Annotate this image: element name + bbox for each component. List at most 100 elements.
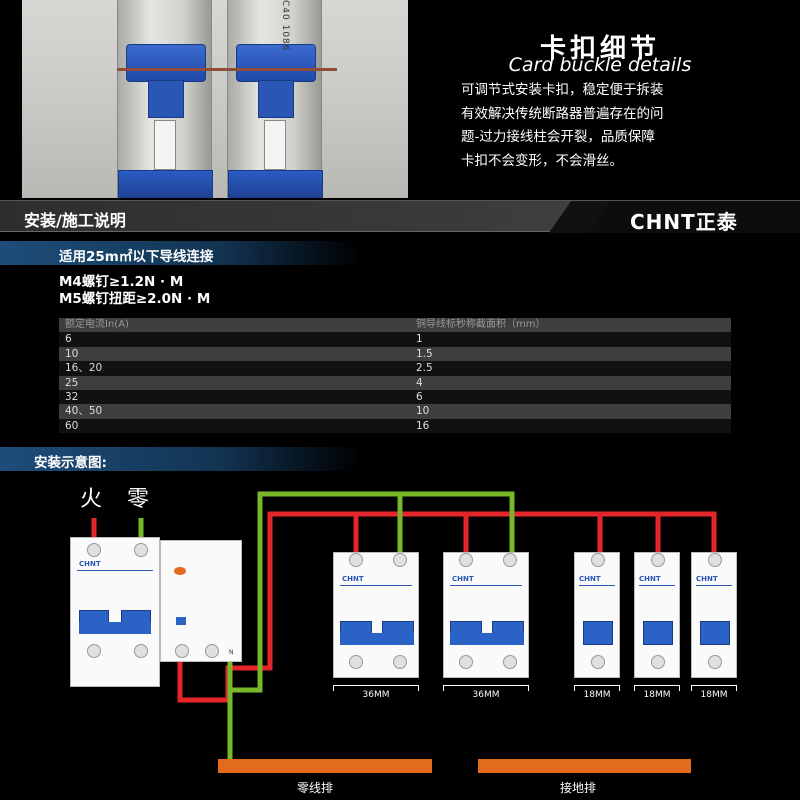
terminal-screw	[87, 644, 101, 658]
spec-line-m4: M4螺钉≥1.2N · M	[59, 274, 184, 290]
breaker-1p: CHNT	[691, 552, 737, 678]
terminal-screw	[503, 553, 517, 567]
width-bracket	[333, 685, 419, 691]
terminal-screw	[134, 644, 148, 658]
spec-line-m5: M5螺钉扭距≥2.0N · M	[59, 291, 211, 307]
buckle-clip-neck	[258, 80, 294, 118]
toggle-bar	[450, 633, 524, 645]
ground-bar-label: 接地排	[560, 781, 597, 795]
ground-bus-bar	[478, 759, 691, 773]
breaker-brand: CHNT	[79, 560, 101, 568]
product-detail-section: C40 1086 卡扣细节 Card buckle details 可调节式安装…	[0, 0, 800, 200]
buckle-base	[228, 170, 323, 198]
buckle-clip	[236, 44, 316, 82]
chnt-logo: CHNT正泰	[630, 210, 738, 234]
test-button	[176, 617, 186, 625]
table-cell-section: 1.5	[416, 347, 433, 360]
terminal-screw	[393, 553, 407, 567]
table-cell-current: 60	[65, 419, 79, 432]
terminal-screw	[175, 644, 189, 658]
table-row: 60 16	[59, 418, 731, 434]
breaker-brand: CHNT	[579, 575, 601, 583]
buckle-base	[118, 170, 213, 198]
breaker-module-right	[227, 0, 323, 198]
table-cell-current: 6	[65, 333, 72, 346]
detail-desc-line: 有效解决传统断路器普遍存在的问	[461, 105, 664, 122]
width-bracket	[691, 685, 737, 691]
terminal-screw	[459, 655, 473, 669]
table-row: 25 4	[59, 375, 731, 390]
table-row: 6 1	[59, 332, 731, 347]
brand-line	[579, 585, 615, 586]
diagram-title: 安装示意图:	[34, 455, 107, 471]
table-cell-current: 10	[65, 347, 79, 360]
toggle-bar	[340, 633, 414, 645]
section-header-band: 安装/施工说明 CHNT正泰	[0, 200, 800, 234]
breaker-brand: CHNT	[696, 575, 718, 583]
width-label: 18MM	[700, 690, 728, 700]
brand-line	[696, 585, 732, 586]
width-label: 36MM	[472, 690, 500, 700]
terminal-screw	[651, 655, 665, 669]
terminal-screw	[134, 543, 148, 557]
neutral-label: 零	[127, 487, 150, 512]
brand-line	[77, 570, 153, 571]
copper-wire	[117, 68, 337, 71]
breaker-brand: CHNT	[639, 575, 661, 583]
table-row: 40、50 10	[59, 404, 731, 419]
terminal-screw	[591, 655, 605, 669]
breaker-brand: CHNT	[342, 575, 364, 583]
detail-desc-line: 卡扣不会变形，不会滑丝。	[461, 152, 623, 169]
logo-panel	[590, 201, 800, 233]
terminal-slot	[154, 120, 176, 170]
terminal-slot	[264, 120, 286, 170]
table-header-current: 额定电流In(A)	[65, 319, 129, 330]
detail-subtitle: Card buckle details	[508, 54, 692, 76]
wire-size-table: 额定电流In(A) 铜导线标秒称截面积（mm） 6 1 10 1.5 16、20…	[59, 318, 731, 434]
breaker-module-left	[117, 0, 213, 198]
table-cell-current: 32	[65, 390, 79, 403]
table-cell-current: 25	[65, 376, 79, 389]
detail-title: 卡扣细节	[539, 34, 660, 64]
diagram-title-band	[0, 447, 360, 471]
width-label: 18MM	[643, 690, 671, 700]
brand-line	[639, 585, 675, 586]
brand-line	[340, 585, 412, 586]
breaker-1p: CHNT	[634, 552, 680, 678]
table-cell-current: 16、20	[65, 362, 103, 375]
detail-description: 可调节式安装卡扣，稳定便于拆装 有效解决传统断路器普遍存在的问 题-过力接线柱会…	[461, 79, 751, 173]
breaker-2p: CHNT	[443, 552, 529, 678]
spec-subtitle: 适用25m㎡以下导线连接	[59, 249, 214, 265]
section-title: 安装/施工说明	[24, 211, 126, 230]
terminal-screw	[503, 655, 517, 669]
terminal-screw	[205, 644, 219, 658]
table-cell-section: 16	[416, 419, 430, 432]
toggle-lever	[700, 621, 730, 645]
toggle-lever	[583, 621, 613, 645]
terminal-screw	[87, 543, 101, 557]
leakage-module: N	[160, 540, 242, 662]
spec-title-band	[0, 241, 360, 265]
breaker-print-text: C40 1086	[280, 0, 290, 52]
table-cell-section: 1	[416, 333, 423, 346]
table-row: 10 1.5	[59, 346, 731, 362]
terminal-screw	[349, 553, 363, 567]
table-header-row: 额定电流In(A) 铜导线标秒称截面积（mm）	[59, 318, 731, 333]
neutral-bar-label: 零线排	[297, 781, 334, 795]
width-bracket	[574, 685, 620, 691]
table-cell-section: 10	[416, 405, 430, 418]
card-buckle-photo: C40 1086	[22, 0, 408, 198]
terminal-screw	[591, 553, 605, 567]
detail-desc-line: 题-过力接线柱会开裂，品质保障	[461, 129, 655, 145]
width-bracket	[443, 685, 529, 691]
terminal-screw	[708, 553, 722, 567]
table-cell-section: 6	[416, 390, 423, 403]
table-cell-current: 40、50	[65, 405, 103, 418]
table-cell-section: 4	[416, 376, 423, 389]
brand-line	[450, 585, 522, 586]
breaker-1p: CHNT	[574, 552, 620, 678]
neutral-bus-bar	[218, 759, 432, 773]
width-bracket	[634, 685, 680, 691]
buckle-clip-neck	[148, 80, 184, 118]
buckle-clip	[126, 44, 206, 82]
